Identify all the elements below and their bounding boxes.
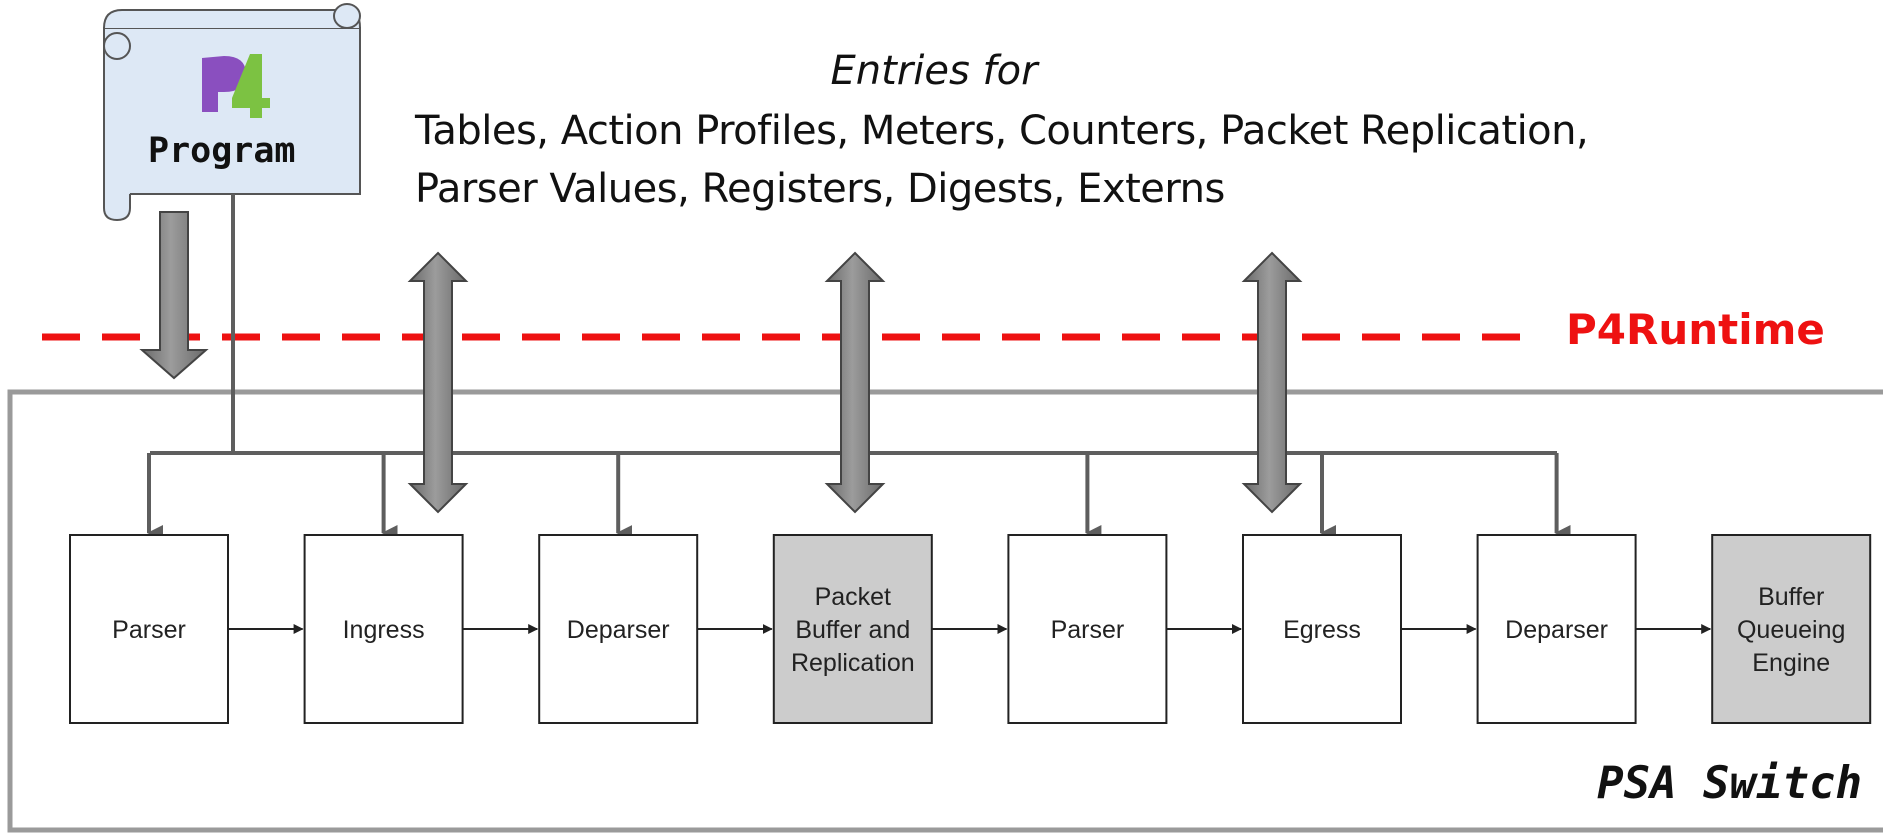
program-scroll-icon	[103, 3, 361, 222]
pipeline-stage-6: Egress	[1242, 534, 1402, 724]
pipeline-stage-7: Deparser	[1476, 534, 1637, 724]
entries-heading: Entries for	[830, 48, 1038, 94]
stage-box	[303, 534, 464, 724]
stage-box	[69, 534, 229, 724]
p4runtime-label: P4Runtime	[1566, 305, 1825, 354]
stage-label: Egress	[1283, 616, 1361, 644]
entries-list-line-1: Tables, Action Profiles, Meters, Counter…	[415, 108, 1589, 154]
program-label: Program	[148, 131, 296, 171]
stage-box	[772, 534, 933, 724]
pipeline-stage-3: Deparser	[538, 534, 699, 724]
stage-box	[1007, 534, 1168, 724]
stage-label: Queueing	[1737, 616, 1845, 644]
stage-label: Replication	[791, 649, 915, 677]
runtime-double-arrows	[407, 251, 1303, 514]
psa-switch-label: PSA Switch	[1597, 758, 1862, 809]
pipeline-stage-5: Parser	[1007, 534, 1168, 724]
stage-box	[1476, 534, 1637, 724]
stage-label: Buffer	[1758, 583, 1824, 611]
psa-switch-container	[7, 389, 1883, 833]
stage-label: Packet	[815, 583, 891, 611]
program-deploy-arrow	[139, 211, 209, 380]
runtime-double-arrow	[824, 251, 886, 514]
stage-label: Engine	[1752, 649, 1830, 677]
stage-label: Deparser	[1505, 616, 1608, 644]
stage-box	[1711, 534, 1872, 724]
stage-label: Parser	[112, 616, 186, 644]
p4-logo: P4	[202, 54, 270, 118]
stage-label: Buffer and	[795, 616, 910, 644]
entries-list-line-2: Parser Values, Registers, Digests, Exter…	[415, 166, 1225, 212]
stage-label: Parser	[1051, 616, 1125, 644]
stage-box	[1242, 534, 1402, 724]
runtime-double-arrow	[407, 251, 469, 514]
stage-label: Deparser	[567, 616, 670, 644]
stage-label: Ingress	[343, 616, 425, 644]
config-drop-arrows	[147, 453, 1571, 541]
pipeline-stage-2: Ingress	[303, 534, 464, 724]
pipeline-stage-1: Parser	[69, 534, 229, 724]
runtime-double-arrow	[1241, 251, 1303, 514]
